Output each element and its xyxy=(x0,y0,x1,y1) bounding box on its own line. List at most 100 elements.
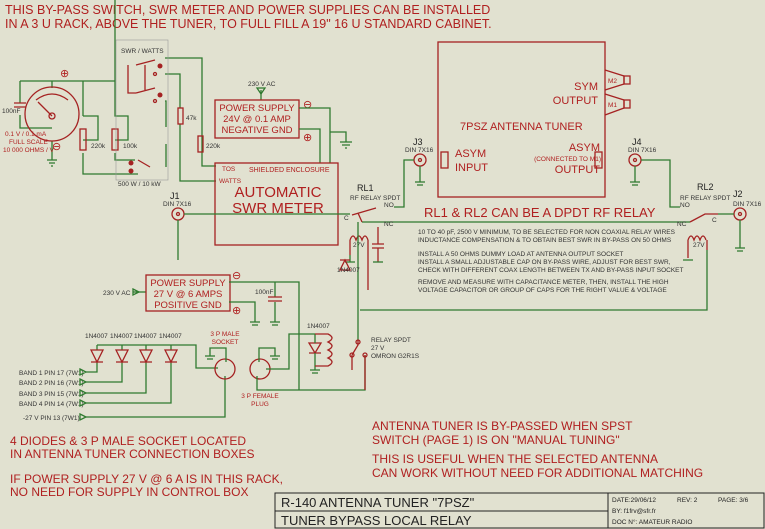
meter-wires xyxy=(19,0,216,182)
ps27-line-1: POWER SUPPLY xyxy=(150,278,226,289)
bottom-right-note: THIS IS USEFUL WHEN THE SELECTED ANTENNA xyxy=(372,452,658,466)
switch-top-label: SWR / WATTS xyxy=(121,48,164,55)
pot2-label: 100k xyxy=(123,143,138,150)
j4-connector xyxy=(628,153,642,167)
asym-output-note: (CONNECTED TO M1) xyxy=(534,156,601,163)
ps27-ac-label: 230 V AC xyxy=(103,290,131,297)
j4-label: J4 xyxy=(632,137,642,147)
header-line-2: IN A 3 U RACK, ABOVE THE TUNER, TO FULL … xyxy=(5,17,492,31)
female-plug-label-2: PLUG xyxy=(251,401,269,408)
rl2-type: RF RELAY SPDT xyxy=(680,195,730,202)
capacitor-icon xyxy=(14,102,26,108)
ps24-line-2: 24V @ 0.1 AMP xyxy=(223,114,291,125)
title-block: R-140 ANTENNA TUNER "7PSZ" TUNER BYPASS … xyxy=(274,492,765,529)
antenna-tuner-box xyxy=(437,41,606,198)
j1-label: J1 xyxy=(170,191,180,201)
relay-spdt-label-3: OMRON G2R1S xyxy=(371,353,420,360)
diodes xyxy=(89,349,179,364)
band-3-input: BAND 3 PIN 15 (7W1) xyxy=(19,391,84,398)
j2-connector xyxy=(733,207,747,221)
swr-title-2: SWR METER xyxy=(232,200,324,217)
notes: 10 TO 40 pF, 2500 V MINIMUM, TO BE SELEC… xyxy=(418,229,683,294)
rl2-c: C xyxy=(712,217,717,224)
j2-label: J2 xyxy=(733,189,743,199)
ps27-cap-label: 100nF xyxy=(255,289,273,296)
diode-icon xyxy=(89,349,179,364)
asym-input-2: INPUT xyxy=(455,162,488,174)
relay-spdt-label-1: RELAY SPDT xyxy=(371,337,411,344)
drawing-title: R-140 ANTENNA TUNER "7PSZ" xyxy=(281,495,475,510)
ps24-minus: ⊖ xyxy=(303,99,312,111)
bottom-right-note: CAN WORK WITHOUT NEED FOR ADDITIONAL MAT… xyxy=(372,466,703,480)
rl1-coil-icon xyxy=(349,235,369,290)
male-socket xyxy=(214,358,236,380)
ps27-minus: ⊖ xyxy=(232,270,241,282)
power-supply-27v xyxy=(145,274,231,312)
diode-label: 1N4007 xyxy=(85,333,108,340)
minus-sign: ⊖ xyxy=(52,141,61,153)
ps27-line-2: 27 V @ 6 AMPS xyxy=(154,289,223,300)
bottom-left-note: 4 DIODES & 3 P MALE SOCKET LOCATED xyxy=(10,434,246,448)
diode-label: 1N4007 xyxy=(110,333,133,340)
m2-label: M2 xyxy=(608,78,617,85)
minus-27v-input: -27 V PIN 13 (7W1) xyxy=(23,415,80,422)
note-line: INSTALL A 50 OHMS DUMMY LOAD AT ANTENNA … xyxy=(418,251,623,258)
note-line: CHECK WITH DIFFERENT COAX LENGTH BETWEEN… xyxy=(418,267,683,274)
rl2-coil-label: 27V xyxy=(693,242,705,249)
meter-spec-1: 0.1 V / 0.1 mA xyxy=(5,131,47,138)
resistor-47k xyxy=(177,107,184,125)
pot-100k xyxy=(111,128,119,151)
dpdt-switch-icon xyxy=(127,59,156,94)
r1-label: 47k xyxy=(186,115,197,122)
rl1-no: NO xyxy=(384,202,394,209)
meter-spec-3: 10 000 OHMS / V xyxy=(3,147,55,154)
resistor-220k xyxy=(197,135,204,153)
rl1-label: RL1 xyxy=(357,183,374,193)
rl1-coil-label: 27V xyxy=(353,242,365,249)
switch-bottom-label: 500 W / 10 kW xyxy=(118,181,161,188)
shielded-enclosure-label: SHIELDED ENCLOSURE xyxy=(249,167,330,174)
rl1-type: RF RELAY SPDT xyxy=(350,195,400,202)
ps27-line-3: POSITIVE GND xyxy=(154,300,222,311)
drawing-subtitle: TUNER BYPASS LOCAL RELAY xyxy=(281,513,472,528)
relay-diode-icon xyxy=(307,342,323,355)
author: BY: f1frv@sfr.fr xyxy=(612,508,657,515)
band-2-input: BAND 2 PIN 16 (7W1) xyxy=(19,380,84,387)
bottom-left-note: IN ANTENNA TUNER CONNECTION BOXES xyxy=(10,447,254,461)
header-line-1: THIS BY-PASS SWITCH, SWR METER AND POWER… xyxy=(5,3,490,17)
relay-coil-icon xyxy=(315,333,333,367)
tuner-title: 7PSZ ANTENNA TUNER xyxy=(460,121,583,133)
band-4-input: BAND 4 PIN 14 (7W1) xyxy=(19,401,84,408)
pot1-label: 220k xyxy=(91,143,106,150)
page-number: PAGE: 3/6 xyxy=(718,497,749,504)
revision: REV: 2 xyxy=(677,497,698,504)
diode-label: 1N4007 xyxy=(134,333,157,340)
plus-sign: ⊕ xyxy=(60,68,69,80)
note-line: VOLTAGE CAPACITOR OR GROUP OF CAPS FOR T… xyxy=(418,287,667,294)
rl1-nc: NC xyxy=(384,221,394,228)
rl1-diode-label: 1N4007 xyxy=(337,267,360,274)
diode-label: 1N4007 xyxy=(159,333,182,340)
note-line: INDUCTANCE COMPENSATION & TO OBTAIN BEST… xyxy=(418,237,672,244)
bottom-right-note: SWITCH (PAGE 1) IS ON "MANUAL TUNING" xyxy=(372,433,620,447)
relay-diode-label: 1N4007 xyxy=(307,323,330,330)
asym-output-1: ASYM xyxy=(569,142,600,154)
sym-output-1: SYM xyxy=(574,81,598,93)
power-supply-24v xyxy=(214,99,300,139)
date: DATE:29/06/12 xyxy=(612,497,656,504)
band-1-input: BAND 1 PIN 17 (7W1) xyxy=(19,370,84,377)
bottom-left-note: NO NEED FOR SUPPLY IN CONTROL BOX xyxy=(10,485,249,499)
switch-enclosure xyxy=(115,39,169,181)
band-inputs: BAND 1 PIN 17 (7W1) BAND 2 PIN 16 (7W1) … xyxy=(19,367,88,422)
doc-number: DOC N°: AMATEUR RADIO xyxy=(612,518,693,526)
ps24-line-3: NEGATIVE GND xyxy=(221,125,292,136)
male-socket-label-1: 3 P MALE xyxy=(210,331,240,338)
ps27-cap-icon xyxy=(268,296,282,302)
j1-connector xyxy=(171,207,185,221)
rl2-nc: NC xyxy=(677,221,687,228)
swr-tos-label: TOS xyxy=(222,166,236,173)
swr-title-1: AUTOMATIC xyxy=(235,184,322,201)
range-switch-icon xyxy=(137,159,151,168)
pot-220k xyxy=(79,128,87,151)
